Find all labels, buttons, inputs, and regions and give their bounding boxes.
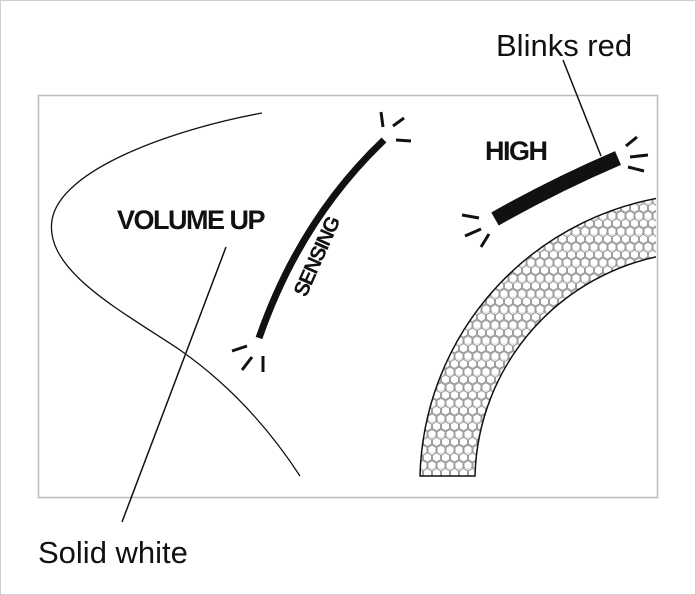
high-glow-left-icon [461, 213, 491, 248]
device-panel [37, 94, 659, 499]
device-outline-curve [50, 112, 301, 477]
speaker-grille [419, 197, 656, 477]
solid-white-callout: Solid white [38, 535, 188, 570]
high-glow-right-icon [625, 135, 649, 173]
blinks-red-callout: Blinks red [496, 28, 632, 63]
volume-up-label: VOLUME UP [117, 205, 266, 235]
high-label: HIGH [485, 136, 547, 166]
sensing-glow-top-icon [379, 111, 412, 143]
sensing-glow-bottom-icon [231, 344, 265, 372]
high-indicator-light [491, 151, 621, 226]
sensing-indicator-light [255, 137, 387, 340]
solid-white-leader-line [121, 246, 227, 523]
blinks-red-leader-line [562, 59, 602, 157]
